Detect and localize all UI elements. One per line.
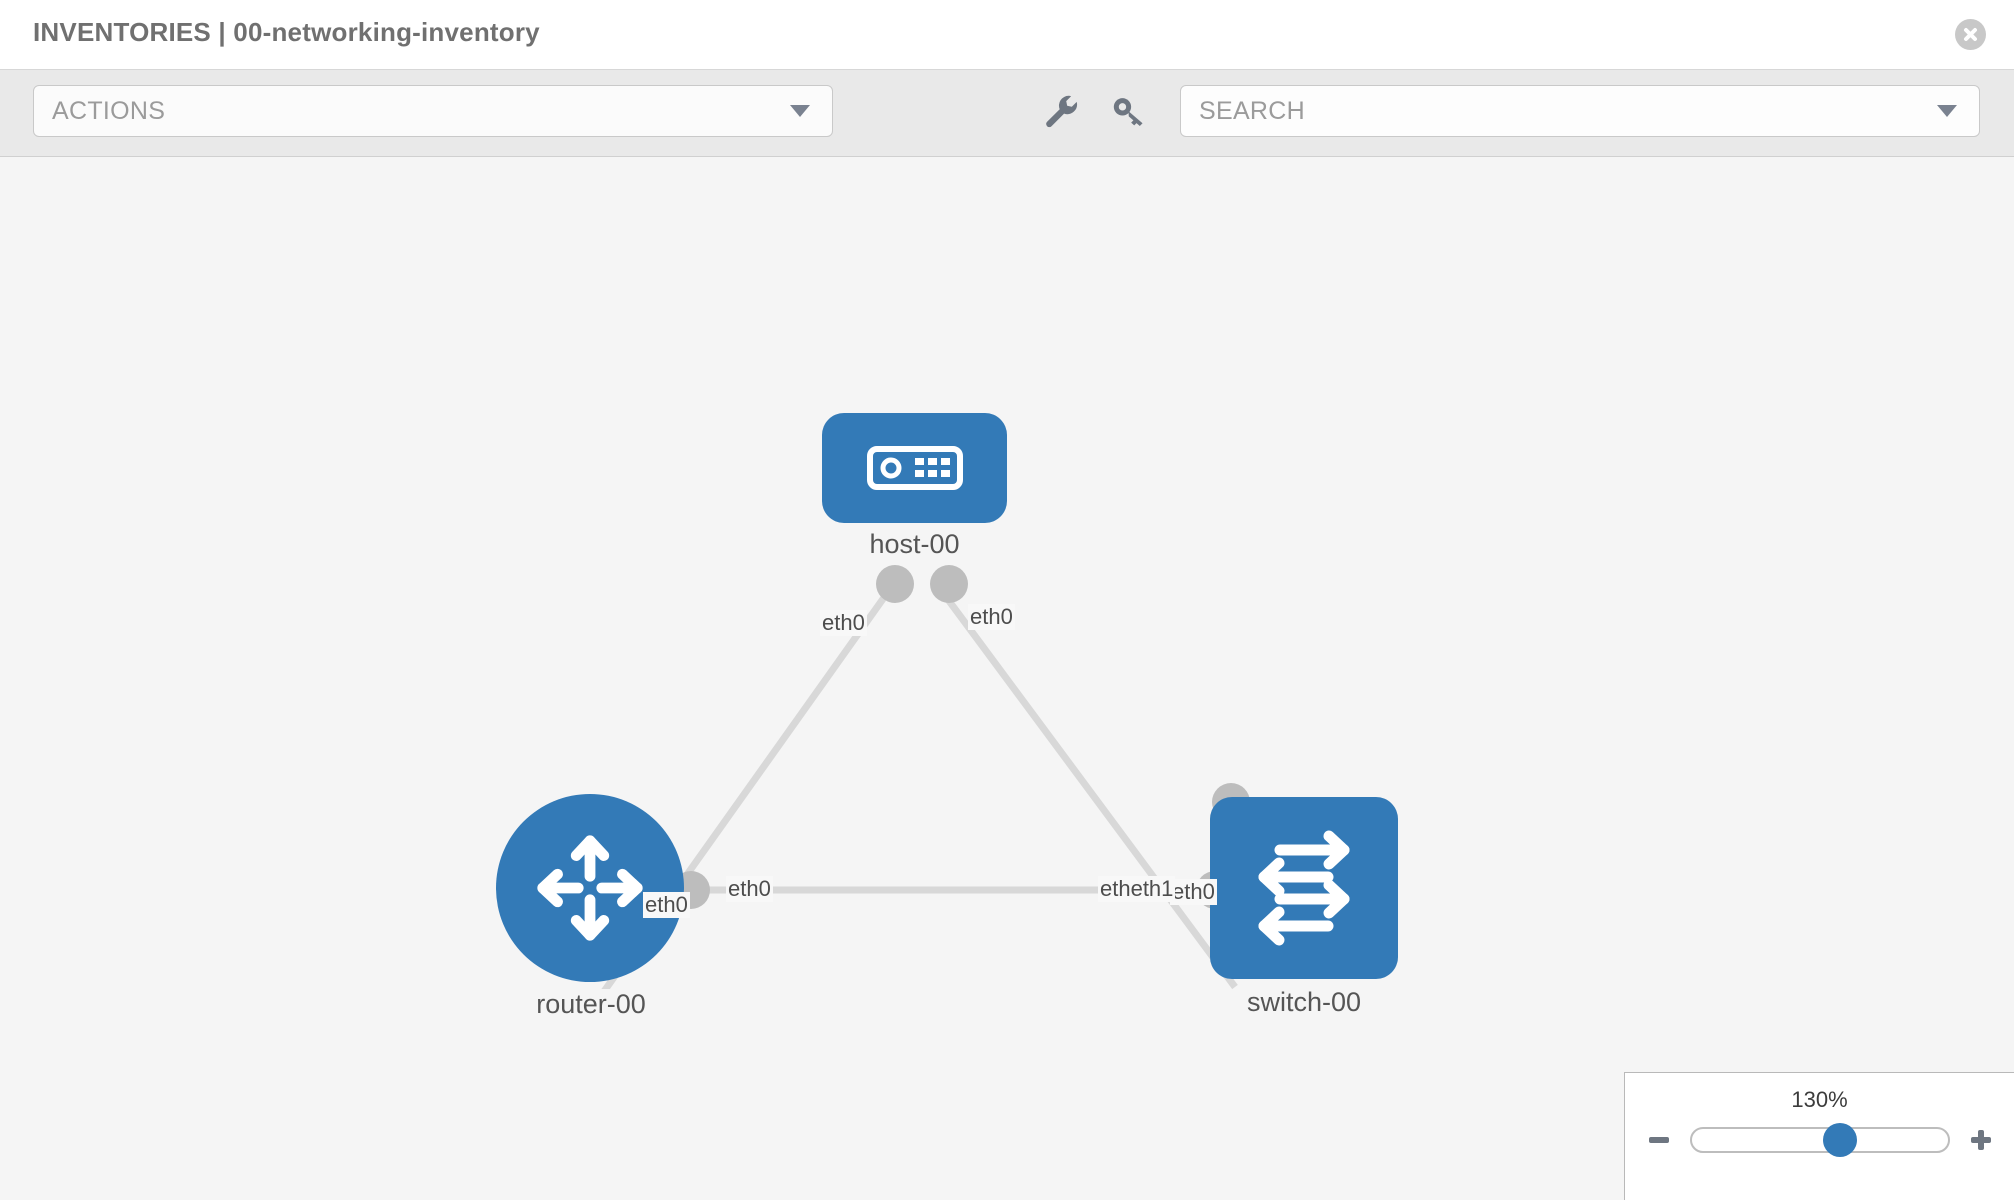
zoom-slider-row xyxy=(1625,1123,2014,1157)
router-node-shape[interactable] xyxy=(496,794,684,982)
port-host-right[interactable] xyxy=(930,565,968,603)
chevron-down-icon[interactable] xyxy=(1937,105,1957,117)
zoom-slider-thumb[interactable] xyxy=(1822,1123,1857,1157)
node-label-switch-00: switch-00 xyxy=(1243,987,1365,1018)
host-node-shape[interactable] xyxy=(822,413,1007,523)
topology-links xyxy=(597,579,1238,1000)
page-header: INVENTORIES | 00-networking-inventory xyxy=(0,0,2014,70)
edge-label-router-right: eth0 xyxy=(726,876,773,902)
search-placeholder: SEARCH xyxy=(1199,96,1305,125)
node-router-00[interactable]: router-00 xyxy=(496,794,686,1024)
actions-dropdown[interactable]: ACTIONS xyxy=(33,85,833,137)
node-label-router-00: router-00 xyxy=(533,989,649,1020)
node-host-00[interactable]: host-00 xyxy=(822,413,1007,560)
switch-icon xyxy=(1258,830,1350,946)
node-label-host-00: host-00 xyxy=(866,529,963,560)
zoom-slider-track[interactable] xyxy=(1689,1123,1950,1157)
wrench-icon[interactable] xyxy=(1035,85,1087,137)
search-input[interactable]: SEARCH xyxy=(1180,85,1980,137)
edge-label-host-left: eth0 xyxy=(820,610,867,636)
router-icon xyxy=(537,835,643,941)
chevron-down-icon xyxy=(790,105,810,117)
edge-label-switch-up: eth0 xyxy=(1170,879,1217,905)
page-title: INVENTORIES | 00-networking-inventory xyxy=(33,17,540,47)
actions-dropdown-label: ACTIONS xyxy=(52,96,166,125)
edge-label-switch-left: etheth1 xyxy=(1098,876,1176,902)
close-icon[interactable] xyxy=(1955,19,1986,50)
server-icon xyxy=(866,446,963,490)
edge-label-router-up: eth0 xyxy=(643,892,690,918)
edge-label-host-right: eth0 xyxy=(968,604,1015,630)
key-icon[interactable] xyxy=(1103,85,1155,137)
minus-icon[interactable] xyxy=(1642,1123,1676,1157)
switch-node-shape[interactable] xyxy=(1210,797,1398,979)
zoom-control-panel: 130% xyxy=(1624,1072,2014,1200)
link-host-switch xyxy=(932,579,1238,990)
plus-icon[interactable] xyxy=(1964,1123,1998,1157)
topology-canvas[interactable]: host-00 router-00 xyxy=(0,157,2014,1200)
zoom-level-value: 130% xyxy=(1791,1087,1848,1112)
port-host-left[interactable] xyxy=(876,565,914,603)
node-switch-00[interactable]: switch-00 xyxy=(1210,797,1398,1027)
toolbar: ACTIONS SEARCH xyxy=(0,70,2014,157)
